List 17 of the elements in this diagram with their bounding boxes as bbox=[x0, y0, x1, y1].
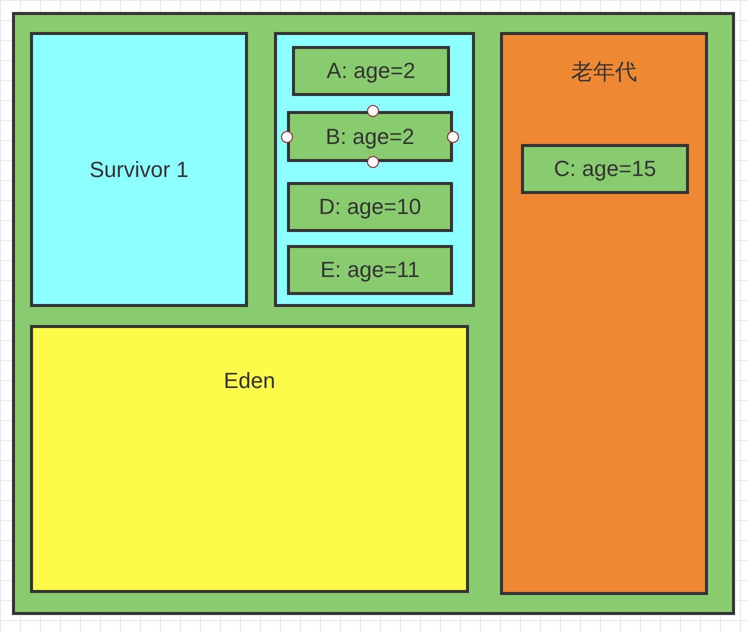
object-box bbox=[292, 46, 450, 96]
heap-panel bbox=[12, 12, 735, 615]
region-label: Eden bbox=[224, 368, 276, 394]
object-label: C: age=15 bbox=[554, 156, 656, 182]
object-box bbox=[521, 144, 689, 194]
memory-region bbox=[500, 32, 708, 595]
memory-region bbox=[30, 32, 248, 307]
object-box bbox=[287, 182, 453, 232]
object-label: B: age=2 bbox=[326, 124, 414, 150]
object-label: A: age=2 bbox=[326, 58, 416, 84]
region-label: 老年代 bbox=[571, 58, 637, 86]
object-label: D: age=10 bbox=[318, 194, 422, 220]
memory-region bbox=[274, 32, 475, 307]
object-box bbox=[287, 245, 453, 295]
object-label: E: age=11 bbox=[320, 257, 420, 283]
region-label: Survivor 1 bbox=[89, 156, 189, 182]
memory-region bbox=[30, 325, 469, 593]
